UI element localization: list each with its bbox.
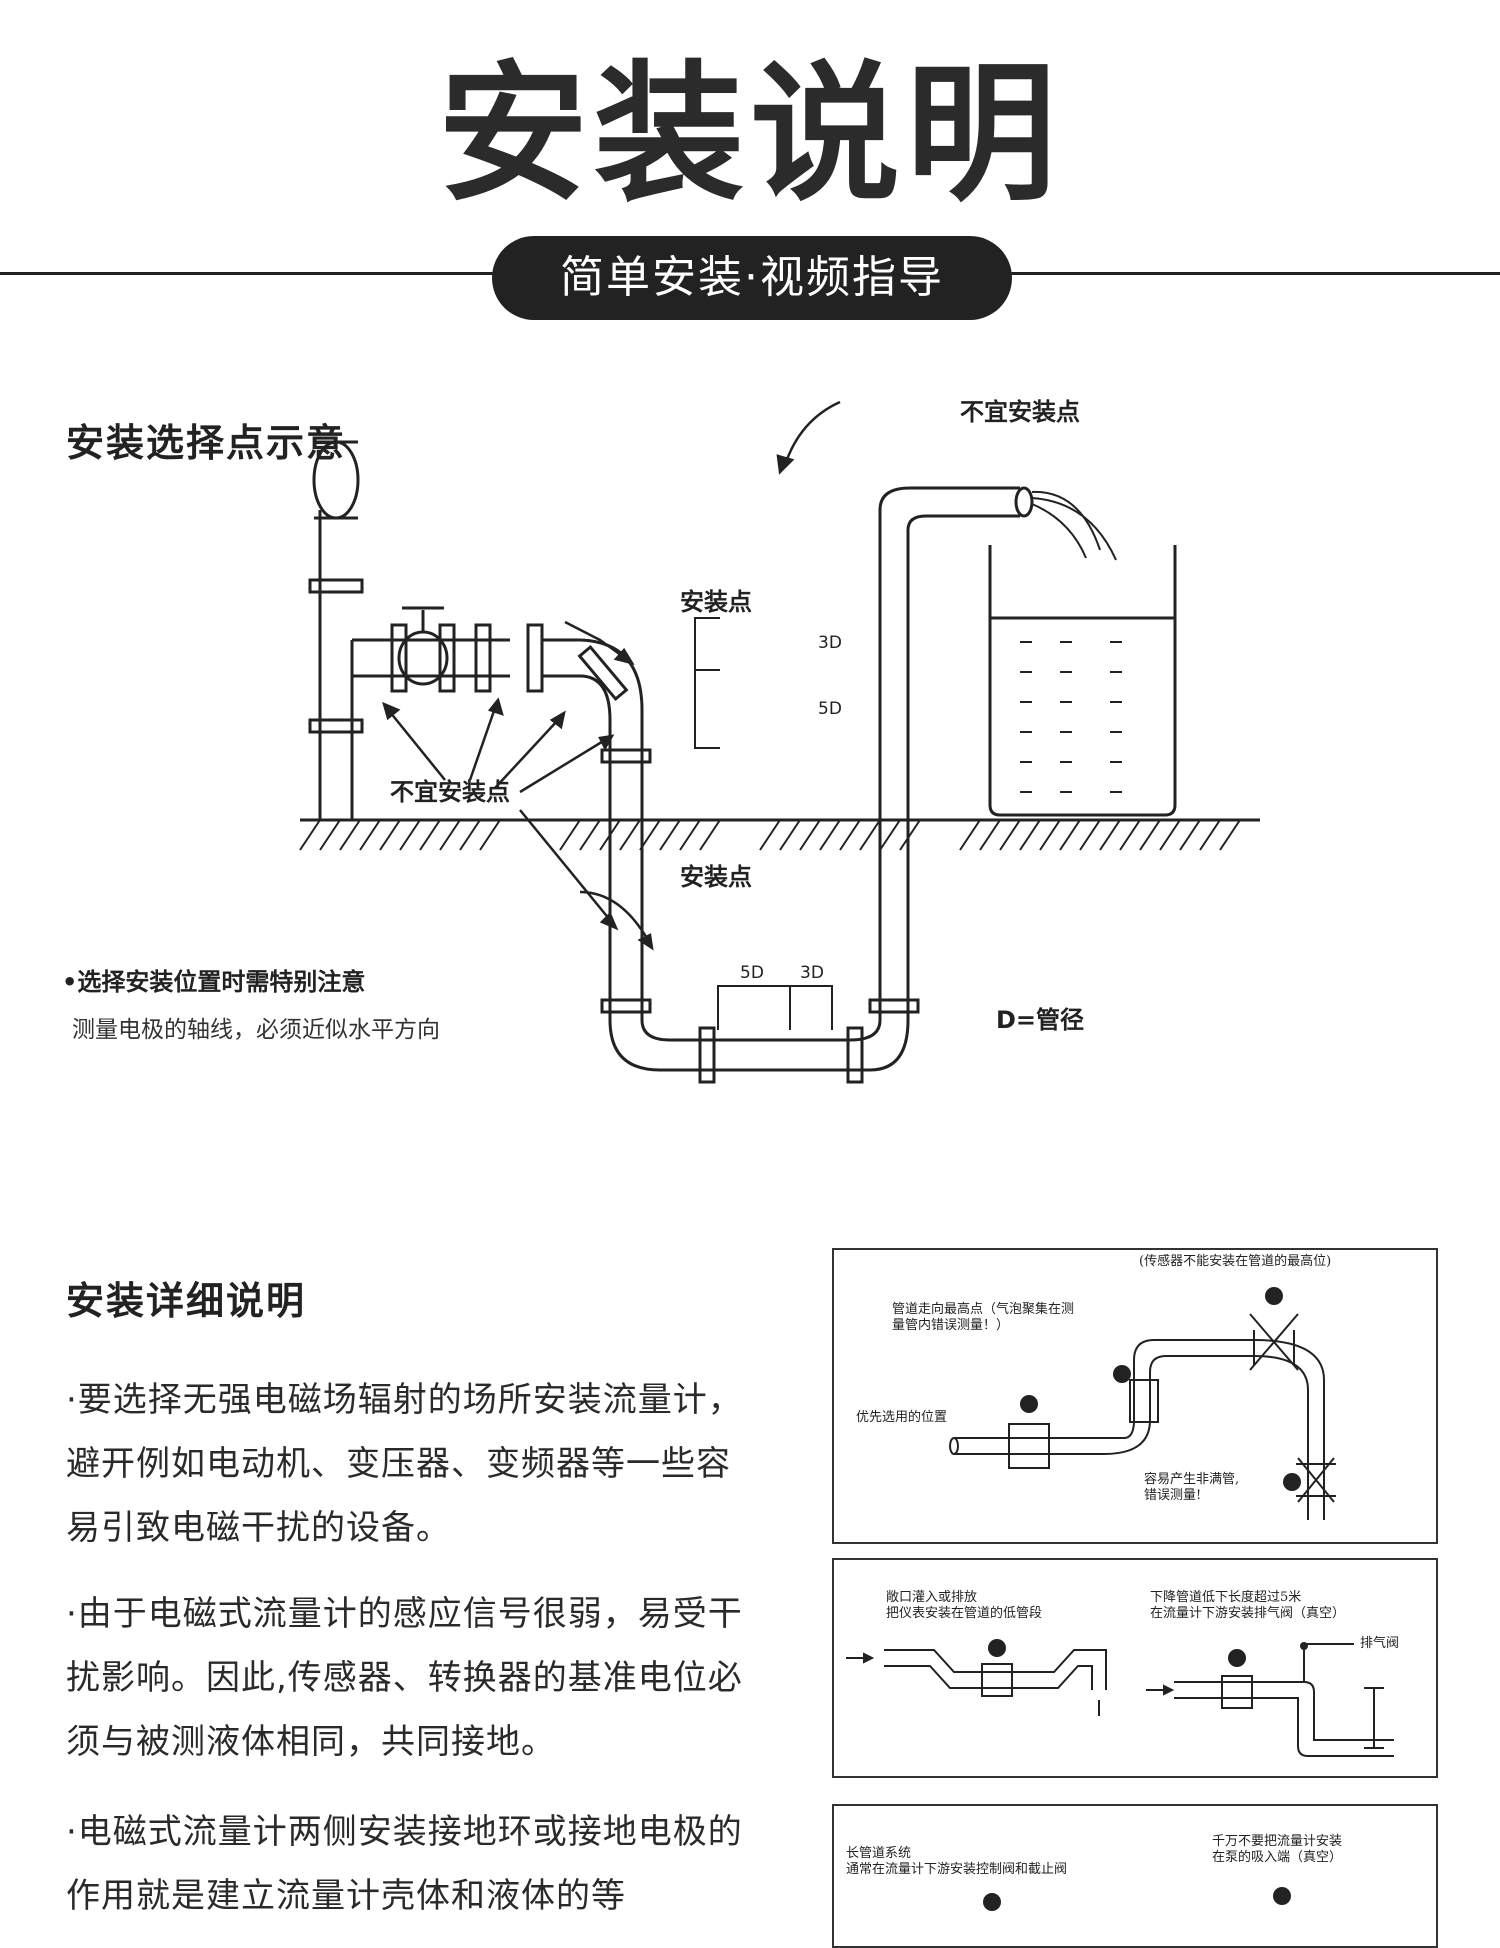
panel3-left-1: 长管道系统 [846, 1846, 912, 1861]
panel2-right-2: 在流量计下游安装排气阀（真空） [1150, 1606, 1346, 1621]
long-pipe-diagram [983, 1887, 1291, 1911]
label-5d-lower: 5D [740, 963, 764, 983]
panel1-high-point-2: 量管内错误测量！） [892, 1318, 1010, 1333]
diagram-panel-long-pipe: 长管道系统 通常在流量计下游安装控制阀和截止阀 千万不要把流量计安装 在泵的吸入… [832, 1804, 1438, 1948]
panel2-vent: 排气阀 [1360, 1636, 1400, 1651]
panel1-error-1: 容易产生非满管, [1144, 1472, 1240, 1487]
label-not-suitable-mid: 不宜安装点 [390, 778, 510, 806]
subtitle-badge: 简单安装·视频指导 [492, 236, 1012, 320]
panel3-right-1: 千万不要把流量计安装 [1212, 1834, 1343, 1849]
panel3-left-2: 通常在流量计下游安装控制阀和截止阀 [846, 1862, 1068, 1877]
diagram-panel-high-point: (传感器不能安装在管道的最高位) 管道走向最高点（气泡聚集在测 量管内错误测量！… [832, 1248, 1438, 1544]
label-3d-lower: 3D [800, 963, 824, 983]
install-note-bold: •选择安装位置时需特别注意 [62, 968, 366, 996]
paragraph-ground-ring: ·电磁式流量计两侧安装接地环或接地电极的作用就是建立流量计壳体和液体的等 [66, 1812, 743, 1916]
diagram-panel-low-section: 敞口灌入或排放 把仪表安装在管道的低管段 下降管道低下长度超过5米 在流量计下游… [832, 1558, 1438, 1778]
paragraph-emi: ·要选择无强电磁场辐射的场所安装流量计，避开例如电动机、变压器、变频器等一些容易… [66, 1380, 743, 1548]
paragraph-grounding: ·由于电磁式流量计的感应信号很弱，易受干扰影响。因此,传感器、转换器的基准电位必… [66, 1594, 743, 1762]
label-not-suitable-top: 不宜安装点 [960, 398, 1080, 426]
panel3-right-2: 在泵的吸入端（真空） [1212, 1850, 1343, 1865]
panel1-high-point-1: 管道走向最高点（气泡聚集在测 [892, 1302, 1075, 1317]
section-heading-install-details: 安装详细说明 [66, 1279, 307, 1323]
panel2-left-1: 敞口灌入或排放 [886, 1590, 978, 1605]
label-install-point-lower: 安装点 [680, 863, 752, 891]
page-title: 安装说明 [437, 48, 1062, 222]
label-3d-upper: 3D [818, 633, 842, 653]
install-note-text: 测量电极的轴线，必须近似水平方向 [72, 1017, 440, 1043]
panel1-preferred: 优先选用的位置 [856, 1410, 948, 1425]
label-5d-upper: 5D [818, 699, 842, 719]
panel1-top-note: (传感器不能安装在管道的最高位) [1139, 1254, 1332, 1269]
label-install-point-upper: 安装点 [680, 588, 752, 616]
install-point-diagram: 不宜安装点 不宜安装点 安装点 安装点 3D 5D 5D 3D D=管径 [299, 398, 1260, 1084]
label-d-pipe: D=管径 [996, 1006, 1084, 1034]
panel1-error-2: 错误测量! [1144, 1488, 1202, 1503]
panel2-right-1: 下降管道低下长度超过5米 [1150, 1590, 1302, 1605]
panel2-left-2: 把仪表安装在管道的低管段 [886, 1606, 1043, 1621]
low-section-diagram [846, 1639, 1394, 1757]
section-heading-install-points: 安装选择点示意 [66, 421, 347, 465]
high-point-diagram [949, 1287, 1336, 1520]
